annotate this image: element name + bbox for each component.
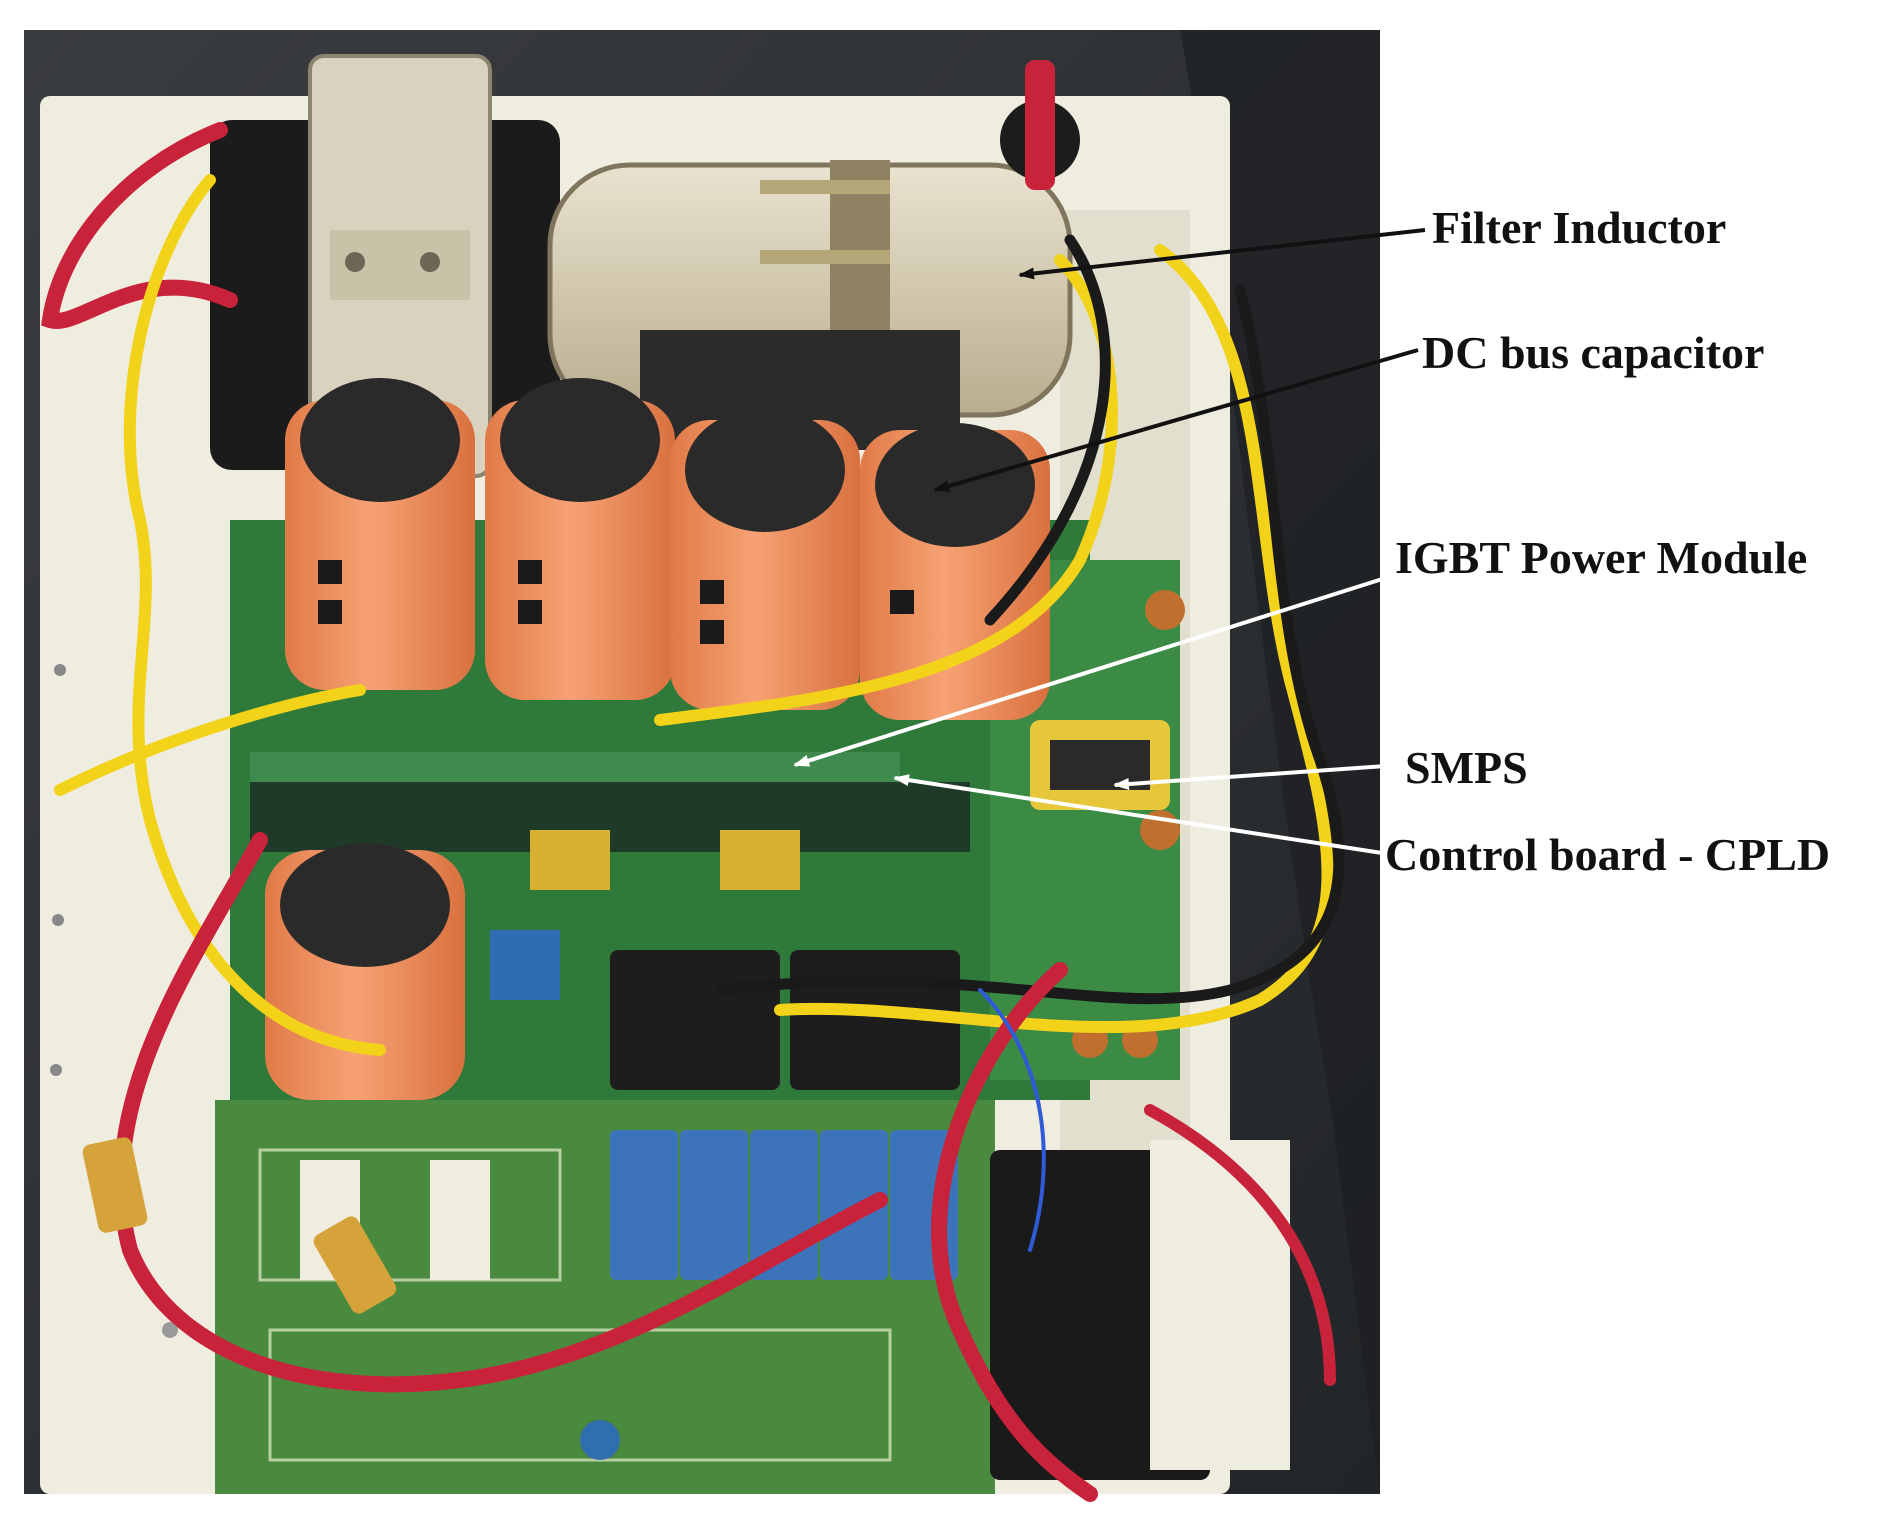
igbt-power-module-arrow <box>793 573 1396 767</box>
label-filter-inductor: Filter Inductor <box>1432 202 1727 253</box>
label-dc-bus-capacitor: DC bus capacitor <box>1422 327 1765 378</box>
label-smps: SMPS <box>1405 742 1528 793</box>
label-control-board-cpld: Control board - CPLD <box>1385 829 1831 880</box>
label-igbt-power-module: IGBT Power Module <box>1395 532 1808 583</box>
control-board-cpld-arrow <box>893 774 1396 857</box>
smps-arrow <box>1113 763 1401 791</box>
filter-inductor-arrow <box>1018 228 1426 280</box>
dc-bus-capacitor-arrow <box>933 348 1419 492</box>
